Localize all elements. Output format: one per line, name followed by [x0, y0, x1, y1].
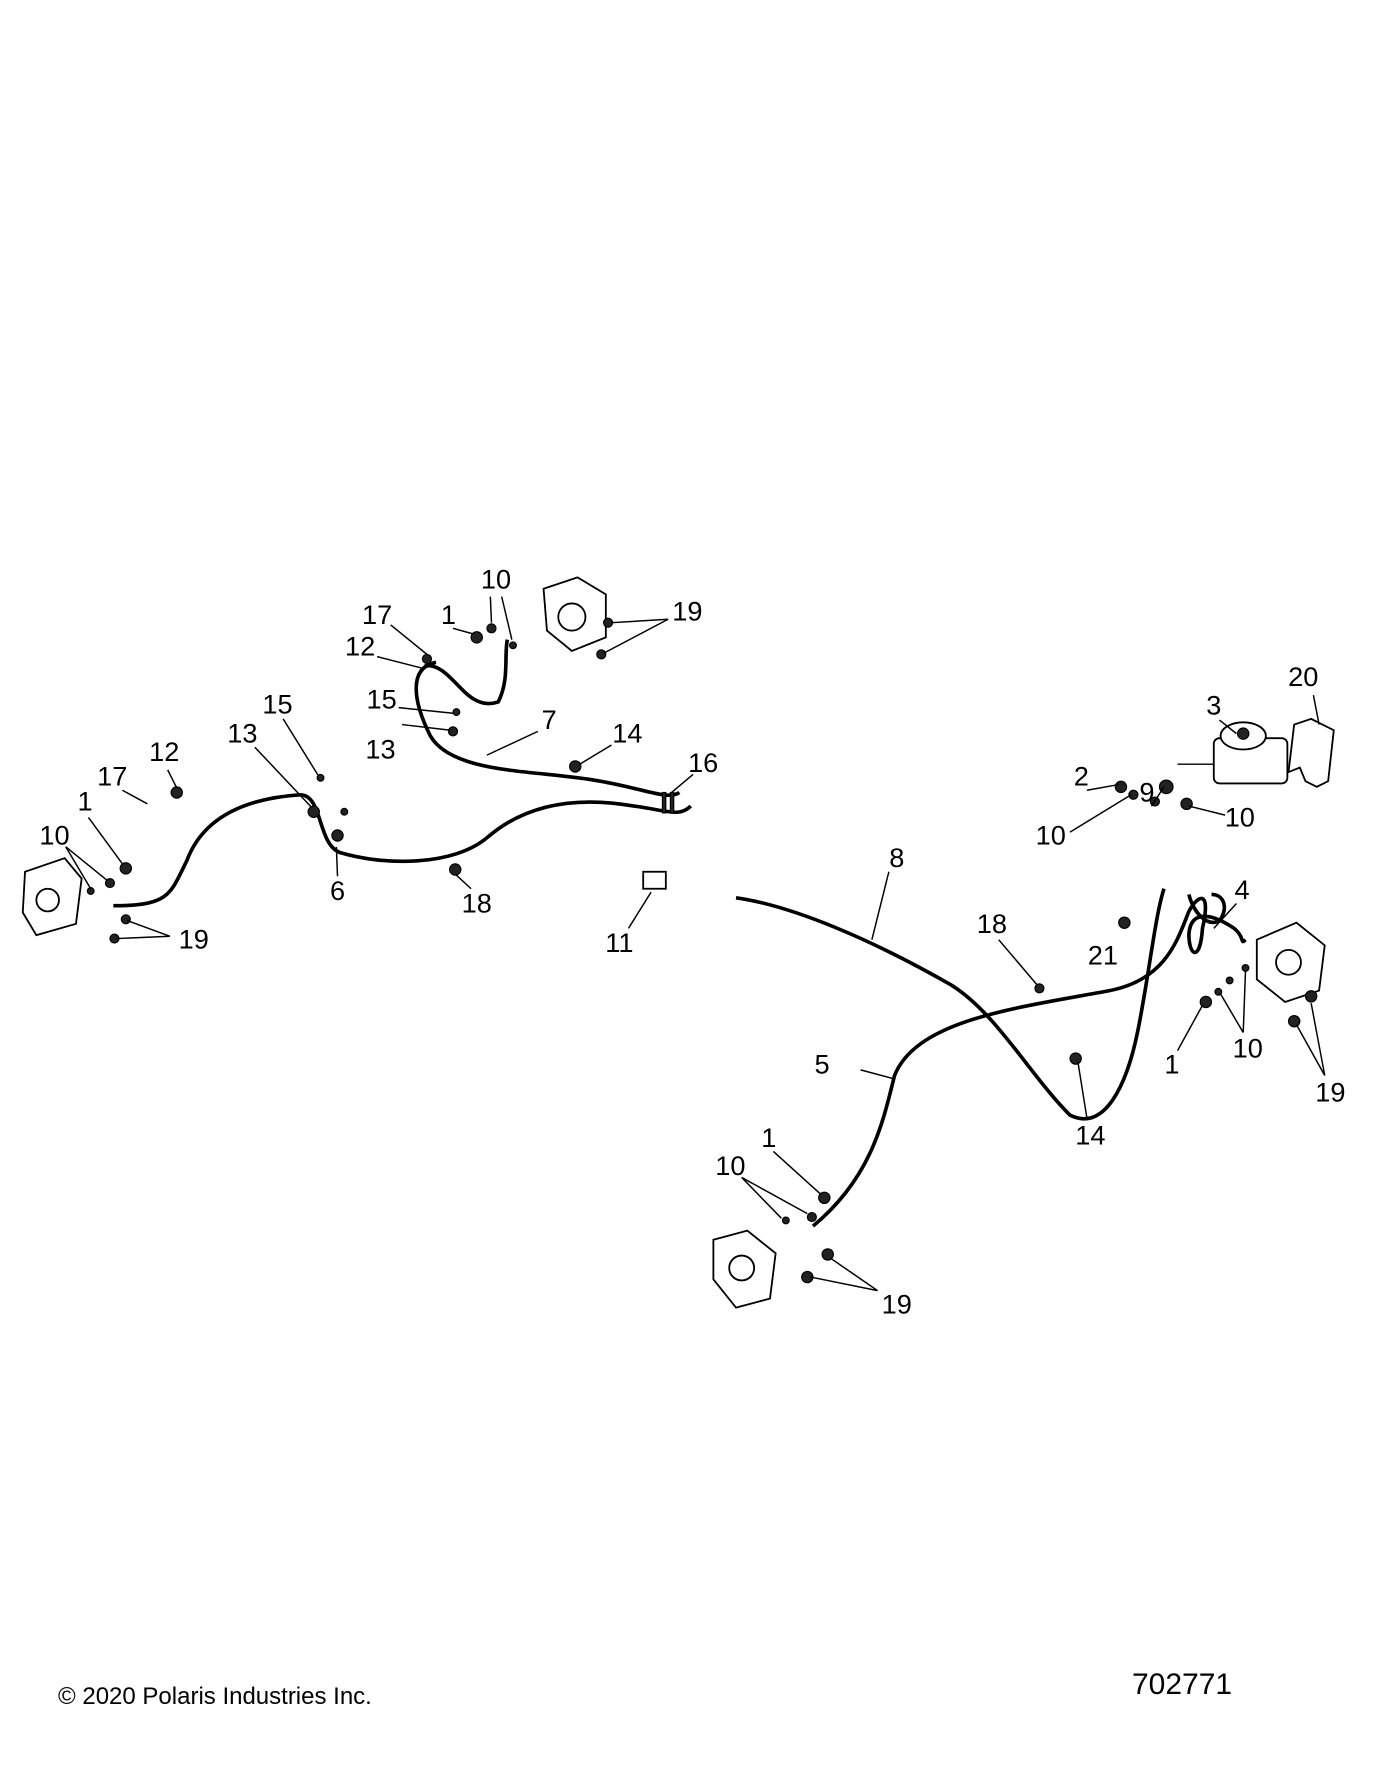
callout: 14 — [1075, 1120, 1105, 1151]
callout-labels: 10 17 1 19 12 15 7 14 15 13 13 12 17 16 … — [39, 564, 1345, 1320]
callout: 20 — [1288, 661, 1318, 692]
callout: 3 — [1206, 689, 1221, 720]
callout: 13 — [365, 734, 395, 765]
callout: 12 — [345, 631, 375, 662]
callout: 10 — [1233, 1032, 1263, 1063]
callout: 10 — [1036, 820, 1066, 851]
brake-hoses — [113, 639, 1247, 1228]
callout: 19 — [1315, 1077, 1345, 1108]
hose-5 — [811, 896, 1247, 1228]
hose-7b — [424, 639, 510, 706]
bracket-20 — [1287, 717, 1335, 788]
hose-8 — [735, 888, 1166, 1121]
callout: 4 — [1235, 874, 1250, 905]
callout: 10 — [1225, 801, 1255, 832]
callout: 12 — [149, 736, 179, 767]
leader-lines — [65, 596, 1326, 1292]
callout: 21 — [1088, 940, 1118, 971]
callout: 19 — [179, 924, 209, 955]
callout: 10 — [39, 820, 69, 851]
callout: 10 — [481, 564, 511, 595]
callout: 6 — [330, 875, 345, 906]
callout: 17 — [97, 761, 127, 792]
caliper-top — [542, 576, 607, 653]
caliper-left — [21, 857, 83, 937]
caliper-bottom — [712, 1229, 777, 1309]
callout: 13 — [227, 718, 257, 749]
callout: 15 — [367, 684, 397, 715]
callout: 14 — [612, 718, 642, 749]
callout: 2 — [1074, 761, 1089, 792]
callout: 8 — [889, 842, 904, 873]
callout: 11 — [605, 927, 633, 958]
callout: 1 — [77, 786, 92, 817]
caliper-right — [1255, 921, 1326, 1003]
callout: 1 — [761, 1122, 776, 1153]
callout: 18 — [977, 908, 1007, 939]
callout: 17 — [362, 599, 392, 630]
hose-4 — [1187, 892, 1226, 925]
callout: 9 — [1139, 777, 1154, 808]
callout: 7 — [542, 704, 557, 735]
small-parts — [86, 617, 1318, 1284]
callout: 10 — [715, 1150, 745, 1181]
master-cylinder — [1177, 721, 1289, 785]
callout: 18 — [462, 888, 492, 919]
callout: 1 — [441, 599, 456, 630]
callout: 15 — [262, 688, 292, 719]
callout: 5 — [815, 1048, 830, 1079]
callout: 16 — [688, 747, 718, 778]
hose-6 — [113, 792, 693, 908]
diagram-number: 702771 — [1132, 1668, 1233, 1701]
callout: 19 — [882, 1288, 912, 1319]
copyright-text: © 2020 Polaris Industries Inc. — [58, 1683, 372, 1710]
callout: 1 — [1164, 1048, 1179, 1079]
hose-7 — [414, 660, 681, 797]
callout: 19 — [672, 595, 702, 626]
block-11 — [642, 870, 667, 890]
